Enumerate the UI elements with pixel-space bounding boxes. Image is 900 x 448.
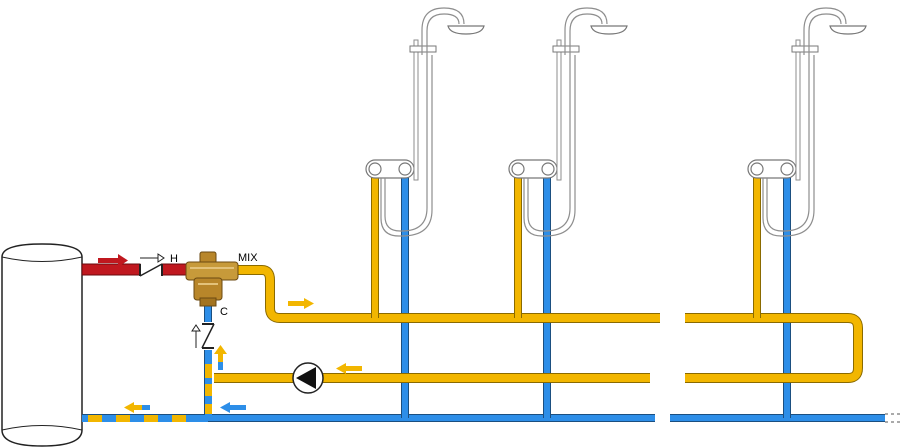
check-valve-icon xyxy=(191,322,215,350)
shower-head-icon xyxy=(508,7,628,237)
flow-arrow-icon xyxy=(124,402,150,413)
flow-arrow-icon xyxy=(336,363,362,374)
thermostatic-mixing-valve-icon xyxy=(185,251,239,307)
blended-return-line xyxy=(82,336,212,422)
flow-arrow-icon xyxy=(220,402,246,413)
flow-arrow-icon xyxy=(214,345,227,370)
shower-head-icon xyxy=(365,7,485,237)
flow-arrow-icon xyxy=(288,298,314,309)
cold-inlet-label: C xyxy=(220,306,228,318)
hot-water-pipe xyxy=(81,263,187,276)
cold-main-continuation xyxy=(885,413,900,423)
shower-head-icon xyxy=(747,7,867,237)
showers xyxy=(365,7,867,237)
flow-arrow-icon xyxy=(98,254,128,267)
hot-inlet-label: H xyxy=(170,253,178,265)
mixed-outlet-label: MIX xyxy=(238,252,258,264)
mixed-water-pipes xyxy=(214,176,863,383)
storage-tank-icon xyxy=(1,243,83,447)
check-valve-icon xyxy=(139,253,165,277)
circulation-pump-icon xyxy=(292,362,324,394)
